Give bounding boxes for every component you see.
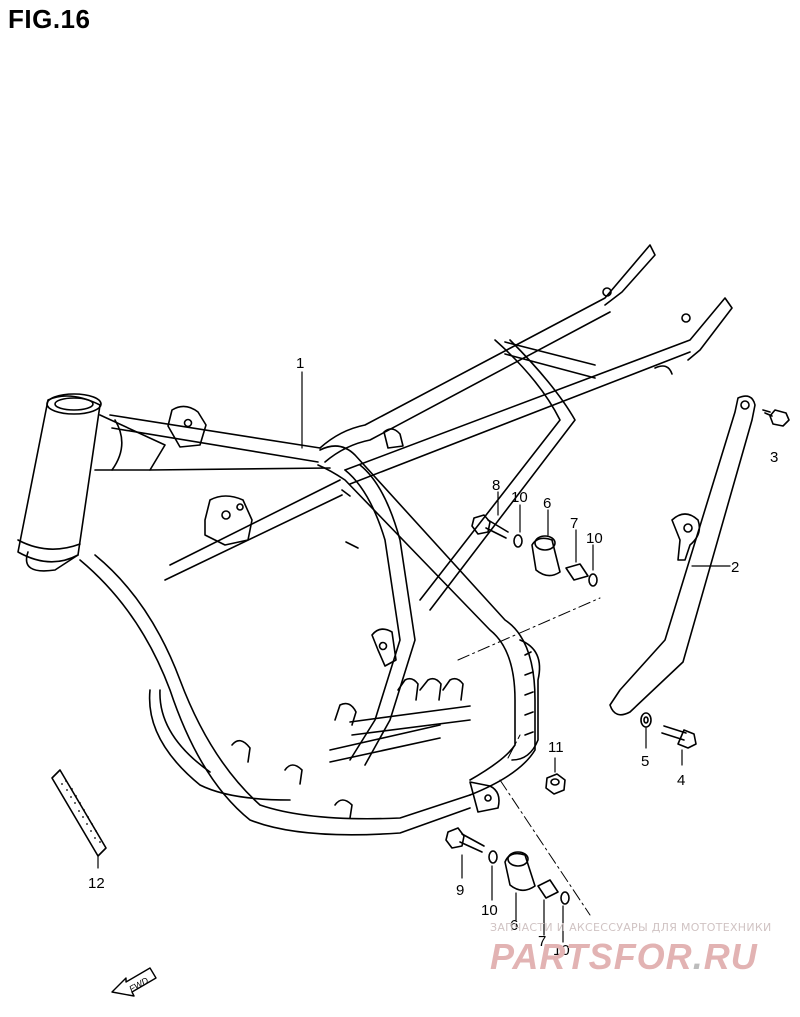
callout-8: 8 xyxy=(492,477,500,494)
collar-part-7-upper xyxy=(565,529,589,581)
callout-6-upper: 6 xyxy=(543,495,551,512)
label-stipple xyxy=(61,780,101,843)
washer-part-10-upper-b xyxy=(588,544,598,587)
frame-part-1 xyxy=(17,244,733,836)
center-lines xyxy=(457,597,601,916)
watermark-brand: PARTSFOR xyxy=(490,936,693,977)
callout-12: 12 xyxy=(88,875,105,892)
collar-part-7-lower xyxy=(537,879,559,936)
callout-10-upper-b: 10 xyxy=(586,530,603,547)
washer-part-5 xyxy=(640,712,652,749)
bolt-part-8 xyxy=(471,491,509,539)
label-part-12 xyxy=(51,769,107,869)
figure-title: FIG.16 xyxy=(8,4,91,34)
callout-9: 9 xyxy=(456,882,464,899)
callout-2: 2 xyxy=(731,559,739,576)
watermark-tagline: ЗАПЧАСТИ И АКСЕССУАРЫ ДЛЯ МОТОТЕХНИКИ xyxy=(490,921,772,934)
watermark-dot: . xyxy=(692,936,704,977)
callout-1: 1 xyxy=(296,355,304,372)
bolt-part-9 xyxy=(445,827,485,879)
nut-part-11 xyxy=(545,757,566,795)
callout-4: 4 xyxy=(677,772,685,789)
callout-10-lower-a: 10 xyxy=(481,902,498,919)
callout-10-upper-a: 10 xyxy=(511,489,528,506)
cushion-part-6-upper xyxy=(531,509,561,577)
callout-6-lower: 6 xyxy=(510,917,518,934)
callout-10-lower-b: 10 xyxy=(553,942,570,959)
callout-labels: 1 2 3 4 5 6 6 7 7 8 9 10 10 10 10 11 12 xyxy=(88,355,778,959)
callout-7-lower: 7 xyxy=(538,933,546,950)
watermark-tld: RU xyxy=(703,936,758,977)
rear-brace-part-2 xyxy=(609,395,756,716)
fwd-arrow-icon: FWD xyxy=(111,967,157,997)
callout-7-upper: 7 xyxy=(570,515,578,532)
callout-3: 3 xyxy=(770,449,778,466)
callout-11: 11 xyxy=(548,739,564,756)
watermark-logo: PARTSFOR.RU xyxy=(490,936,758,978)
washer-part-10-upper-a xyxy=(513,504,523,548)
bolt-part-3 xyxy=(762,409,790,427)
bolt-part-4 xyxy=(661,725,697,766)
cushion-part-6-lower xyxy=(504,851,536,921)
washer-part-10-lower-a xyxy=(488,850,498,901)
washer-part-10-lower-b xyxy=(560,891,570,943)
callout-5: 5 xyxy=(641,753,649,770)
